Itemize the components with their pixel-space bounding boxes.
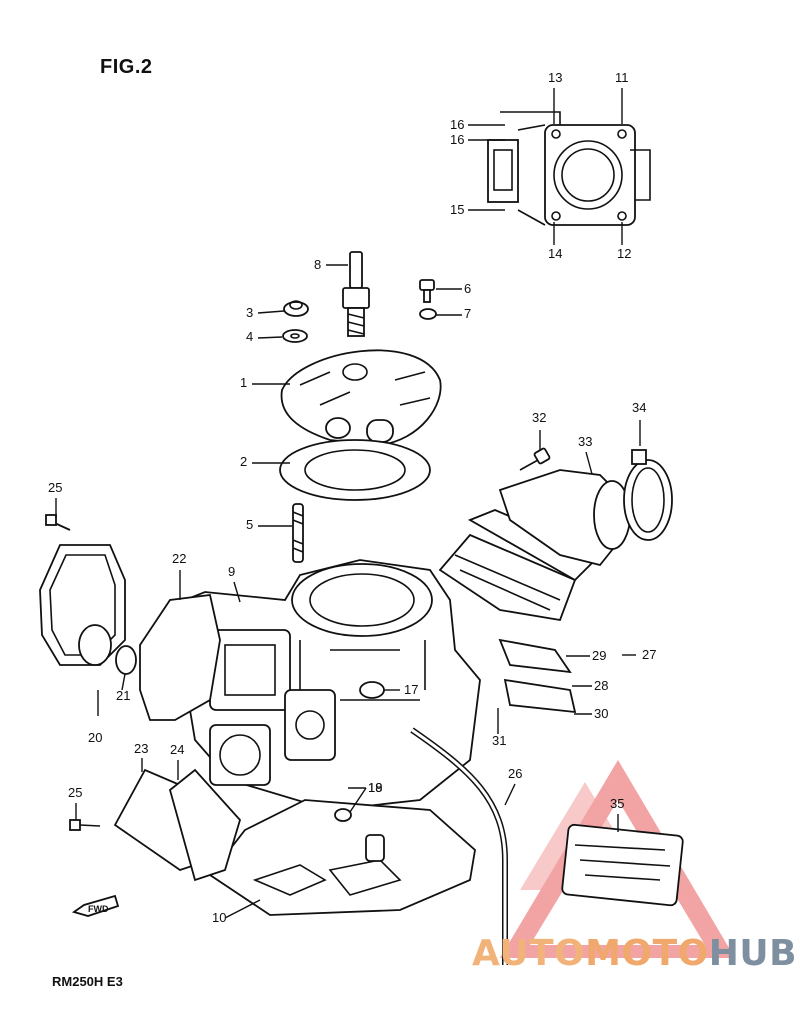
fwd-label: FWD	[88, 904, 109, 914]
callout-number: 15	[450, 202, 464, 217]
callout-number: 34	[632, 400, 646, 415]
leader-line	[257, 310, 285, 314]
callout-number: 19	[368, 780, 382, 795]
small-fasteners	[334, 681, 385, 862]
exhaust-valve-cover	[39, 514, 137, 675]
callout-number: 12	[617, 246, 631, 261]
leader-line	[224, 899, 261, 919]
cylinder-head-inset	[487, 111, 651, 226]
callout-number: 16	[450, 132, 464, 147]
callout-number: 4	[246, 329, 253, 344]
cylinder-block	[179, 559, 481, 811]
watermark-text-moto: MOTO	[585, 933, 709, 974]
callout-number: 32	[532, 410, 546, 425]
callout-number: 21	[116, 688, 130, 703]
callout-number: 33	[578, 434, 592, 449]
model-code: RM250H E3	[52, 974, 123, 989]
intake-bolt	[519, 447, 551, 471]
callout-number: 17	[404, 682, 418, 697]
base-gasket	[208, 799, 476, 916]
callout-number: 23	[134, 741, 148, 756]
callout-number: 29	[592, 648, 606, 663]
callout-number: 16	[450, 117, 464, 132]
leader-line	[233, 581, 241, 603]
callout-number: 5	[246, 517, 253, 532]
breather-hose	[410, 727, 508, 965]
callout-number: 1	[240, 375, 247, 390]
forward-arrow-icon: FWD	[71, 894, 120, 917]
callout-number: 25	[48, 480, 62, 495]
gasket-kit	[561, 823, 684, 907]
watermark-text-auto: AUTO	[472, 933, 586, 974]
head-gasket	[279, 439, 431, 501]
callout-number: 35	[610, 796, 624, 811]
callout-number: 14	[548, 246, 562, 261]
callout-number: 27	[642, 647, 656, 662]
leader-line	[504, 783, 516, 806]
callout-number: 2	[240, 454, 247, 469]
reed-valve-assembly	[438, 509, 602, 714]
lower-cover	[69, 768, 242, 882]
leader-line	[257, 336, 283, 339]
figure-title: FIG.2	[100, 56, 153, 78]
callout-number: 25	[68, 785, 82, 800]
leader-lines	[55, 88, 641, 919]
callout-number: 30	[594, 706, 608, 721]
spark-plug	[342, 251, 370, 337]
nut-and-washer	[282, 300, 309, 343]
callout-number: 20	[88, 730, 102, 745]
callout-number: 24	[170, 742, 184, 757]
watermark-text-hub: HUB	[708, 933, 798, 974]
intake-pipe	[498, 449, 673, 567]
watermark-text: AUTOMOTOHUB	[472, 933, 797, 974]
leader-line	[349, 787, 367, 813]
stud-bolt	[292, 503, 304, 563]
callout-number: 10	[212, 910, 226, 925]
callout-number: 6	[464, 281, 471, 296]
callout-number: 28	[594, 678, 608, 693]
cylinder-head	[280, 349, 442, 446]
callout-number: 8	[314, 257, 321, 272]
bolt-and-washer	[419, 279, 437, 320]
leader-line	[121, 673, 126, 691]
callout-number: 3	[246, 305, 253, 320]
callout-number: 31	[492, 733, 506, 748]
leader-line	[585, 451, 593, 475]
callout-number: 26	[508, 766, 522, 781]
cover-gasket	[139, 594, 221, 721]
callout-number: 13	[548, 70, 562, 85]
callout-number: 11	[615, 70, 629, 85]
callout-number: 18	[368, 780, 382, 795]
callout-number: 9	[228, 564, 235, 579]
callout-number: 22	[172, 551, 186, 566]
callout-number: 7	[464, 306, 471, 321]
